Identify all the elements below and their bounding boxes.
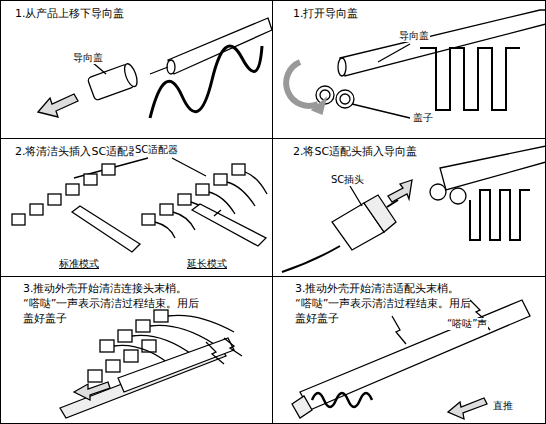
push-arrow [74, 382, 110, 400]
pen-body [168, 18, 272, 74]
part-label: 直推 [492, 400, 514, 412]
cable [132, 335, 194, 356]
adapter [160, 204, 173, 215]
pen-body [72, 206, 140, 252]
cable [150, 325, 214, 344]
cable [168, 315, 234, 332]
cap-ring [340, 94, 350, 104]
cap-ring [430, 184, 446, 200]
adapter [84, 174, 97, 185]
click-symbol [224, 338, 242, 356]
sc-plug [292, 396, 312, 418]
insert-arrow [388, 180, 412, 202]
adapter-cables [155, 172, 267, 238]
part-label: SC适配器 [134, 144, 179, 156]
rotate-arrow [286, 62, 318, 106]
part-label: 标准模式 [58, 258, 100, 270]
part-label: 盖子 [412, 112, 434, 124]
guide-cap [87, 62, 139, 101]
leader-line [350, 186, 362, 206]
move-arrow [38, 94, 78, 117]
artwork [12, 10, 546, 419]
adapter [100, 340, 114, 352]
step-heading: 3.推动外壳开始清洁连接头末梢。“嗒哒”一声表示清洁过程结束。用后盖好盖子 [23, 281, 201, 326]
adapter [124, 350, 138, 362]
part-label: 延长模式 [186, 258, 228, 270]
push-arrow [448, 398, 487, 419]
adapter [88, 370, 102, 382]
cap-ring [336, 90, 354, 108]
adapter [232, 164, 245, 175]
cable [150, 46, 262, 118]
cable [282, 246, 340, 272]
click-symbol [392, 316, 406, 344]
pen-end [338, 58, 346, 76]
adapter [214, 174, 227, 185]
pen-body [192, 204, 266, 246]
leader-line [378, 44, 410, 62]
pen-body [340, 10, 546, 76]
part-label: 导向盖 [398, 30, 430, 42]
adapter [142, 214, 155, 225]
adapter [106, 360, 120, 372]
pen-body [118, 338, 234, 392]
cable [312, 393, 372, 407]
step-panel: 3.推动外壳开始清洁连接头末梢。“嗒哒”一声表示清洁过程结束。用后盖好盖子 [0, 276, 273, 424]
cable [173, 212, 195, 230]
cable [420, 48, 520, 110]
step-heading: 2.将SC适配头插入导向盖 [293, 144, 533, 159]
pen-body [440, 146, 546, 190]
part-label: “嗒哒”声 [446, 318, 488, 330]
step-heading: 1.从产品上移下导向盖 [15, 6, 255, 21]
cap-end [122, 62, 140, 88]
adapter [30, 204, 43, 215]
cable [227, 182, 255, 206]
adapter [66, 184, 79, 195]
cable [155, 222, 175, 238]
adapter [154, 310, 168, 322]
step-panel: 2.将SC适配头插入导向盖 [272, 138, 546, 277]
leader-line [172, 158, 206, 176]
cable [470, 190, 530, 240]
step-heading: 1.打开导向盖 [293, 6, 533, 21]
step-panel: 1.从产品上移下导向盖 [0, 0, 273, 139]
adapter [196, 184, 209, 195]
part-label: SC插头 [330, 174, 365, 186]
adapter [178, 194, 191, 205]
adapter [102, 164, 115, 175]
step-panel: 2.将清洁头插入SC适配器 [0, 138, 273, 277]
pen-end [167, 60, 175, 74]
rotate-arrow-head [312, 98, 326, 114]
adapter [48, 194, 61, 205]
click-symbol [206, 342, 224, 364]
adapter [118, 330, 132, 342]
part-label: 导向盖 [72, 52, 104, 64]
step-panel: 1.打开导向盖 [272, 0, 546, 139]
pen-mark [214, 210, 221, 216]
adapter [12, 214, 25, 225]
adapter [136, 320, 150, 332]
pen-tip [150, 67, 168, 74]
leader-line [352, 104, 410, 118]
cap-ring [450, 188, 466, 204]
cable [245, 172, 267, 194]
